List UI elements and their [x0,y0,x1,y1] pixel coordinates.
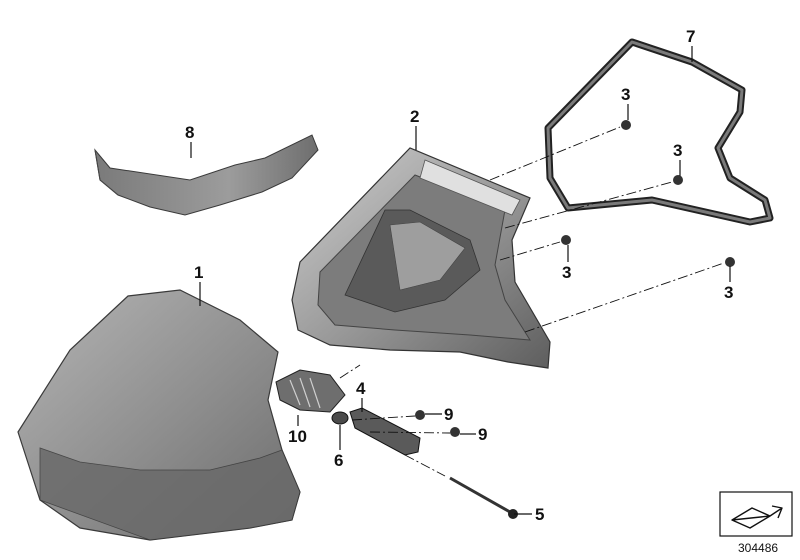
callout-4: 4 [356,379,366,398]
part-2-inner-tray [291,147,551,369]
part-1-outer-cover [17,289,301,541]
assembly-lines [339,126,725,477]
part-8-trim-strip [94,134,319,216]
callout-2: 2 [410,107,419,126]
callout-6: 6 [334,451,343,470]
callout-labels: 1 2 3 3 3 3 4 5 6 7 8 9 9 10 [185,27,733,524]
callout-7: 7 [686,27,695,46]
callout-3c: 3 [562,263,571,282]
callout-8: 8 [185,123,194,142]
callout-9b: 9 [478,425,487,444]
callout-1: 1 [194,263,203,282]
part-6-grommet [331,411,349,425]
screws [415,120,735,437]
callout-5: 5 [535,505,544,524]
part-7-seal-frame [544,38,774,226]
arrow-in-box-icon [719,491,793,537]
callout-9a: 9 [444,405,453,424]
part-4-bracket [349,407,421,456]
diagram-id-number: 304486 [738,541,778,555]
callout-3b: 3 [673,141,682,160]
callout-3a: 3 [621,85,630,104]
callout-3d: 3 [724,283,733,302]
part-10-latch [275,369,346,413]
callout-10: 10 [288,427,307,446]
part-5-long-bolt [449,476,518,519]
leader-lines [190,46,731,515]
